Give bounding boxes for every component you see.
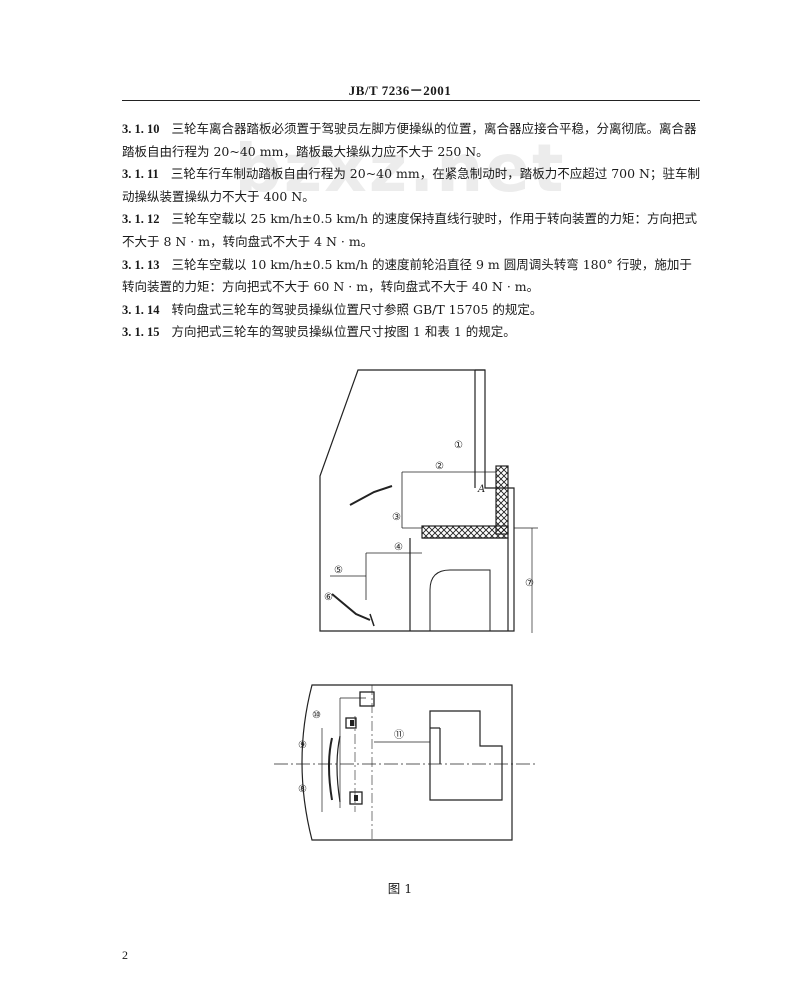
dimension-label-6: ⑥ xyxy=(324,592,333,603)
seat-top-view xyxy=(429,710,503,801)
seat-label-a: A xyxy=(477,484,485,495)
cabin-outline xyxy=(319,369,515,632)
header-rule xyxy=(122,100,700,101)
clause-text: 三轮车空载以 10 km/h±0.5 km/h 的速度前轮沿直径 9 m 圆周调… xyxy=(122,256,692,295)
dimension-label-5: ⑤ xyxy=(334,565,343,576)
clause-number: 3. 1. 14 xyxy=(122,302,160,317)
backrest-pad xyxy=(495,465,509,535)
dimension-label-8: ⑧ xyxy=(298,784,307,795)
page-number: 2 xyxy=(122,948,128,962)
clause-text: 方向把式三轮车的驾驶员操纵位置尺寸按图 1 和表 1 的规定。 xyxy=(171,324,516,340)
seat-base xyxy=(422,537,509,631)
page-header-standard-number: JB/T 7236－2001 xyxy=(348,83,452,98)
clause-number: 3. 1. 13 xyxy=(122,257,160,272)
clause-number: 3. 1. 12 xyxy=(122,212,160,227)
driver-position-drawing: ① ② A ③ ④ ⑤ ⑥ ⑦ ⑧ ⑨ ⑩ ⑪ xyxy=(274,369,538,841)
clause-text: 三轮车空载以 25 km/h±0.5 km/h 的速度保持直线行驶时，作用于转向… xyxy=(122,211,698,249)
clause-3-1-14: 3. 1. 14 转向盘式三轮车的驾驶员操纵位置尺寸参照 GB/T 15705 的… xyxy=(122,299,702,322)
clause-number: 3. 1. 10 xyxy=(122,122,160,136)
clause-text: 转向盘式三轮车的驾驶员操纵位置尺寸参照 GB/T 15705 的规定。 xyxy=(171,301,543,317)
seat-corner-curve xyxy=(429,569,491,631)
clause-3-1-15: 3. 1. 15 方向把式三轮车的驾驶员操纵位置尺寸按图 1 和表 1 的规定。 xyxy=(122,321,702,344)
clause-number: 3. 1. 11 xyxy=(122,167,159,182)
dimension-label-11: ⑪ xyxy=(394,729,404,741)
seat-cushion xyxy=(421,525,509,539)
figure-caption: 图 1 xyxy=(387,881,413,896)
figure-1-driver-position-diagram: ① ② A ③ ④ ⑤ ⑥ ⑦ ⑧ ⑨ ⑩ ⑪ xyxy=(270,368,540,848)
dimension-label-4: ④ xyxy=(394,542,403,553)
dimension-label-9: ⑨ xyxy=(298,740,307,751)
dimension-label-1: ① xyxy=(454,440,463,451)
handlebar xyxy=(349,485,393,506)
dimension-label-7: ⑦ xyxy=(525,578,534,589)
clause-number: 3. 1. 15 xyxy=(122,325,160,340)
pedal-upper xyxy=(359,691,375,707)
top-view-outline xyxy=(301,684,513,841)
dimension-label-3: ③ xyxy=(392,512,401,523)
clause-text: 三轮车离合器踏板必须置于驾驶员左脚方便操纵的位置，离合器应接合平稳，分离彻底。离… xyxy=(122,121,697,159)
dimension-label-10: ⑩ xyxy=(312,710,321,721)
pedal-lower xyxy=(349,791,363,805)
clause-text: 三轮车行车制动踏板自由行程为 20~40 mm，在紧急制动时，踏板力不应超过 7… xyxy=(122,166,700,204)
handlebar-grip-top xyxy=(328,737,333,801)
dimension-label-2: ② xyxy=(435,461,444,472)
foot-pedal xyxy=(331,593,371,621)
